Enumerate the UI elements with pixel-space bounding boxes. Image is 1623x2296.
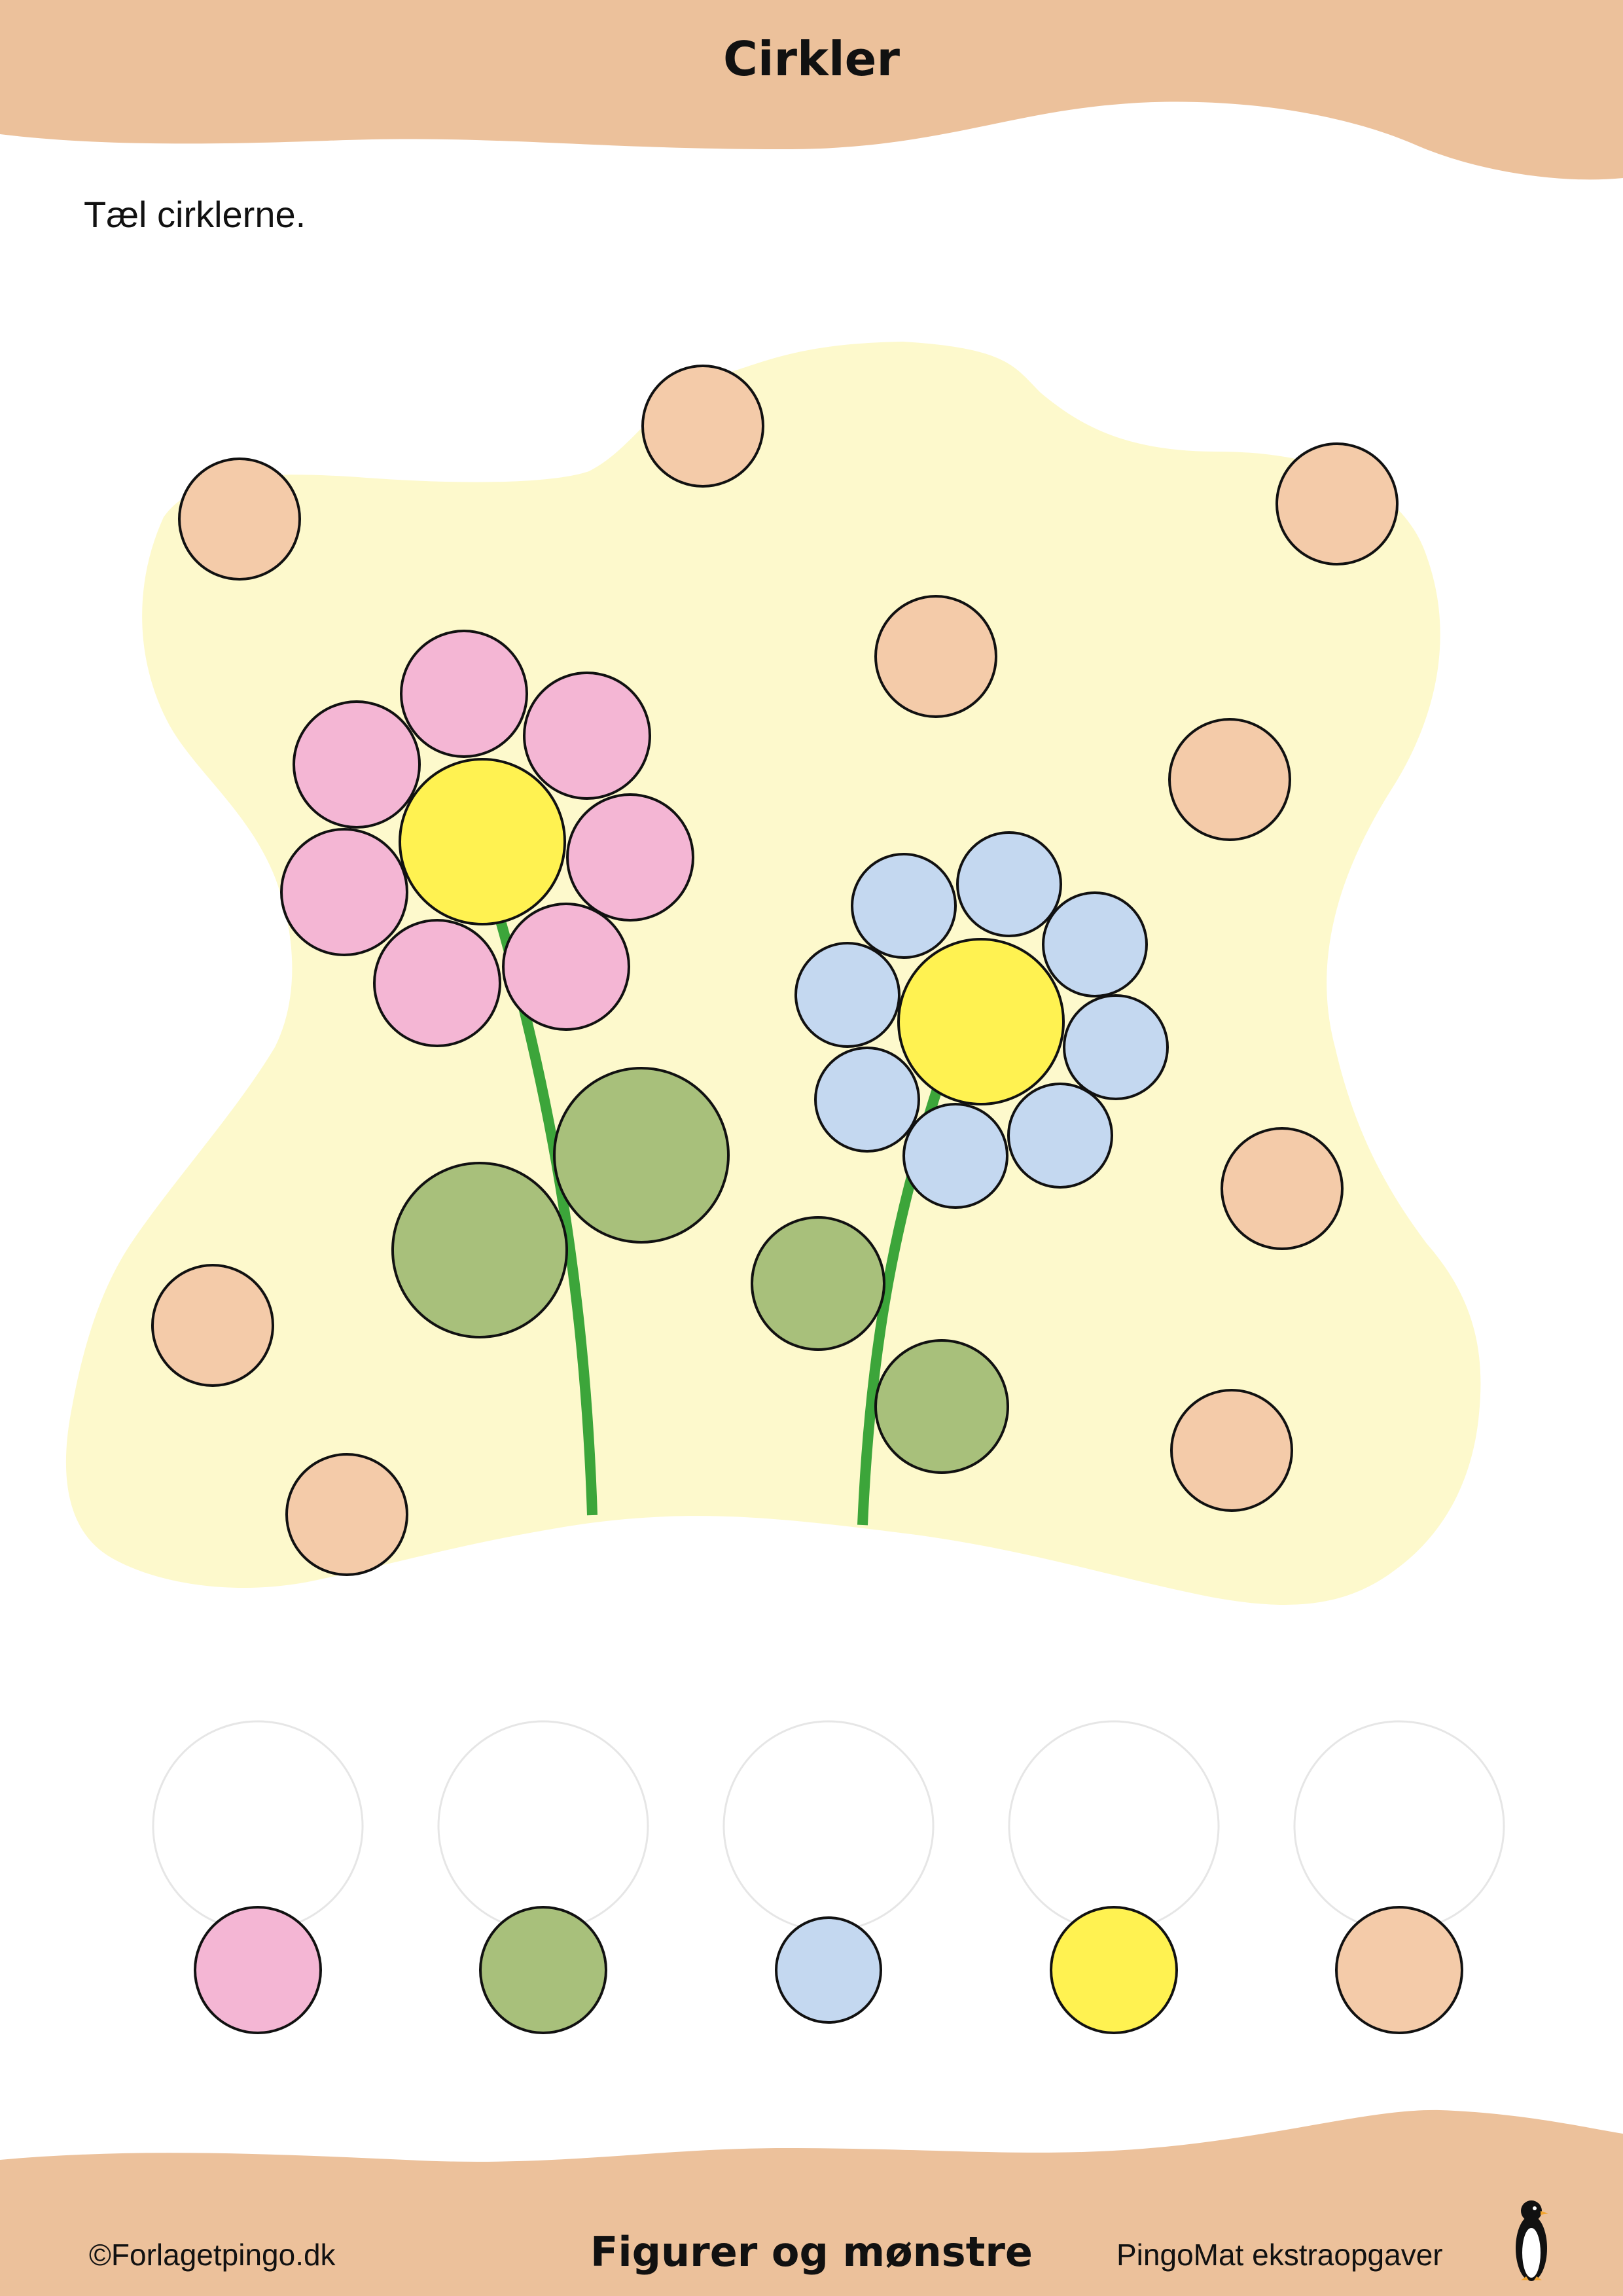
pink-petal xyxy=(523,672,651,800)
topic-title: Figurer og mønstre xyxy=(590,2228,1033,2276)
copyright-text: ©Forlagetpingo.dk xyxy=(89,2238,336,2272)
leaf-circle xyxy=(391,1162,568,1338)
instruction-text: Tæl cirklerne. xyxy=(84,194,306,235)
color-swatch-green xyxy=(479,1906,607,2034)
color-swatch-peach xyxy=(1335,1906,1463,2034)
peach-dot xyxy=(1221,1127,1344,1250)
blue-petal xyxy=(1042,891,1148,997)
peach-dot xyxy=(285,1453,408,1576)
footer-band xyxy=(0,2109,1623,2296)
blue-petal xyxy=(902,1103,1008,1209)
peach-dot xyxy=(874,595,997,718)
answer-circle-peach[interactable] xyxy=(1293,1720,1505,1932)
pink-petal xyxy=(373,919,501,1047)
leaf-circle xyxy=(751,1216,885,1351)
peach-dot xyxy=(641,365,764,488)
blue-petal xyxy=(956,831,1062,937)
peach-dot xyxy=(178,457,301,581)
peach-dot xyxy=(1168,718,1291,841)
leaf-circle xyxy=(874,1339,1009,1474)
flower-center-yellow xyxy=(399,758,566,925)
color-swatch-blue xyxy=(775,1916,882,2024)
series-name: PingoMat ekstraopgaver xyxy=(1116,2238,1443,2272)
answer-circle-green[interactable] xyxy=(437,1720,649,1932)
blue-petal xyxy=(1063,994,1169,1100)
pink-petal xyxy=(280,828,408,956)
pink-petal xyxy=(400,630,528,758)
leaf-circle xyxy=(553,1067,730,1244)
penguin-icon xyxy=(1516,2200,1548,2281)
pink-petal xyxy=(502,903,630,1031)
peach-dot xyxy=(151,1264,274,1387)
pink-petal xyxy=(566,793,694,922)
peach-dot xyxy=(1275,442,1399,565)
pink-petal xyxy=(293,700,421,829)
header-band xyxy=(0,0,1623,180)
flower-center-yellow xyxy=(897,938,1065,1105)
blue-petal xyxy=(814,1047,920,1153)
blue-petal xyxy=(794,942,901,1048)
answer-circle-pink[interactable] xyxy=(152,1720,364,1932)
blue-petal xyxy=(851,853,957,959)
answer-circle-blue[interactable] xyxy=(722,1720,935,1932)
color-swatch-pink xyxy=(194,1906,322,2034)
peach-dot xyxy=(1170,1389,1293,1512)
blue-petal xyxy=(1007,1083,1113,1189)
page-title: Cirkler xyxy=(723,31,900,86)
color-swatch-yellow xyxy=(1050,1906,1178,2034)
answer-circle-yellow[interactable] xyxy=(1008,1720,1220,1932)
